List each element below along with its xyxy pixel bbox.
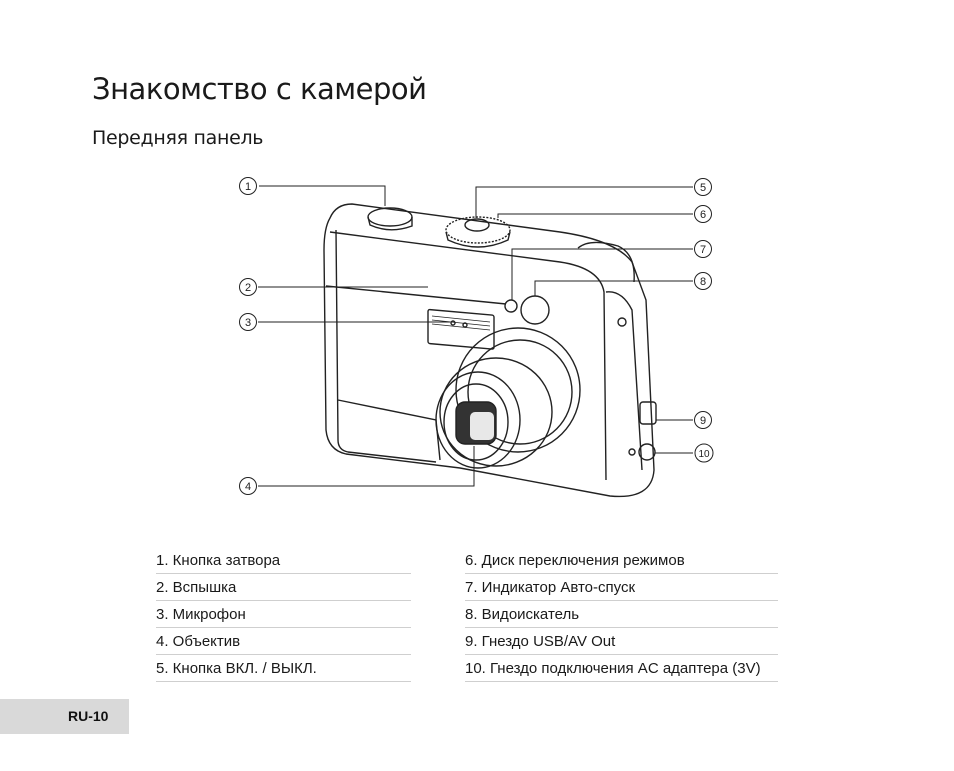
power-button: [464, 218, 490, 232]
callout-label: 5: [700, 182, 706, 194]
callout-2: [239, 278, 257, 296]
callout-label: 10: [698, 449, 710, 460]
callout-7: [694, 240, 712, 258]
callout-label: 8: [700, 276, 706, 288]
legend-item: 1. Кнопка затвора: [156, 548, 411, 574]
dc-in-port: [638, 443, 656, 461]
mode-dial: [445, 216, 511, 244]
callout-10: [694, 443, 714, 463]
viewfinder: [520, 295, 550, 325]
callout-label: 1: [245, 181, 251, 193]
callout-3: [239, 313, 257, 331]
callout-8: [694, 272, 712, 290]
camera-body: [323, 203, 655, 498]
callout-5: [694, 178, 712, 196]
legend-item: 8. Видоискатель: [465, 602, 778, 628]
legend-item: 6. Диск переключения режимов: [465, 548, 778, 574]
lens-barrel-outer: [455, 327, 581, 453]
legend-item: 2. Вспышка: [156, 575, 411, 601]
legend-left-column: 1. Кнопка затвора 2. Вспышка 3. Микрофон…: [156, 548, 411, 683]
legend-item: 9. Гнездо USB/AV Out: [465, 629, 778, 655]
legend-item: 7. Индикатор Авто-спуск: [465, 575, 778, 601]
legend-right-column: 6. Диск переключения режимов 7. Индикато…: [465, 548, 778, 683]
callout-9: [694, 411, 712, 429]
usb-av-port: [639, 401, 657, 425]
legend-item: 10. Гнездо подключения AC адаптера (3V): [465, 656, 778, 682]
page-number-badge: RU-10: [0, 699, 129, 734]
callout-label: 4: [245, 481, 251, 493]
self-timer-lamp: [504, 299, 518, 313]
legend-item: 4. Объектив: [156, 629, 411, 655]
callout-label: 3: [245, 317, 251, 329]
shutter-button: [367, 207, 413, 227]
section-title: Передняя панель: [92, 127, 264, 149]
page-number: RU-10: [68, 708, 109, 724]
legend-item: 5. Кнопка ВКЛ. / ВЫКЛ.: [156, 656, 411, 682]
microphone: [450, 320, 456, 326]
callout-label: 9: [700, 415, 706, 427]
callout-6: [694, 205, 712, 223]
callout-label: 2: [245, 282, 251, 294]
callout-label: 7: [700, 244, 706, 256]
callout-1: [239, 177, 257, 195]
callout-4: [239, 477, 257, 495]
page-title: Знакомство с камерой: [92, 72, 427, 106]
callout-label: 6: [700, 209, 706, 221]
legend-item: 3. Микрофон: [156, 602, 411, 628]
